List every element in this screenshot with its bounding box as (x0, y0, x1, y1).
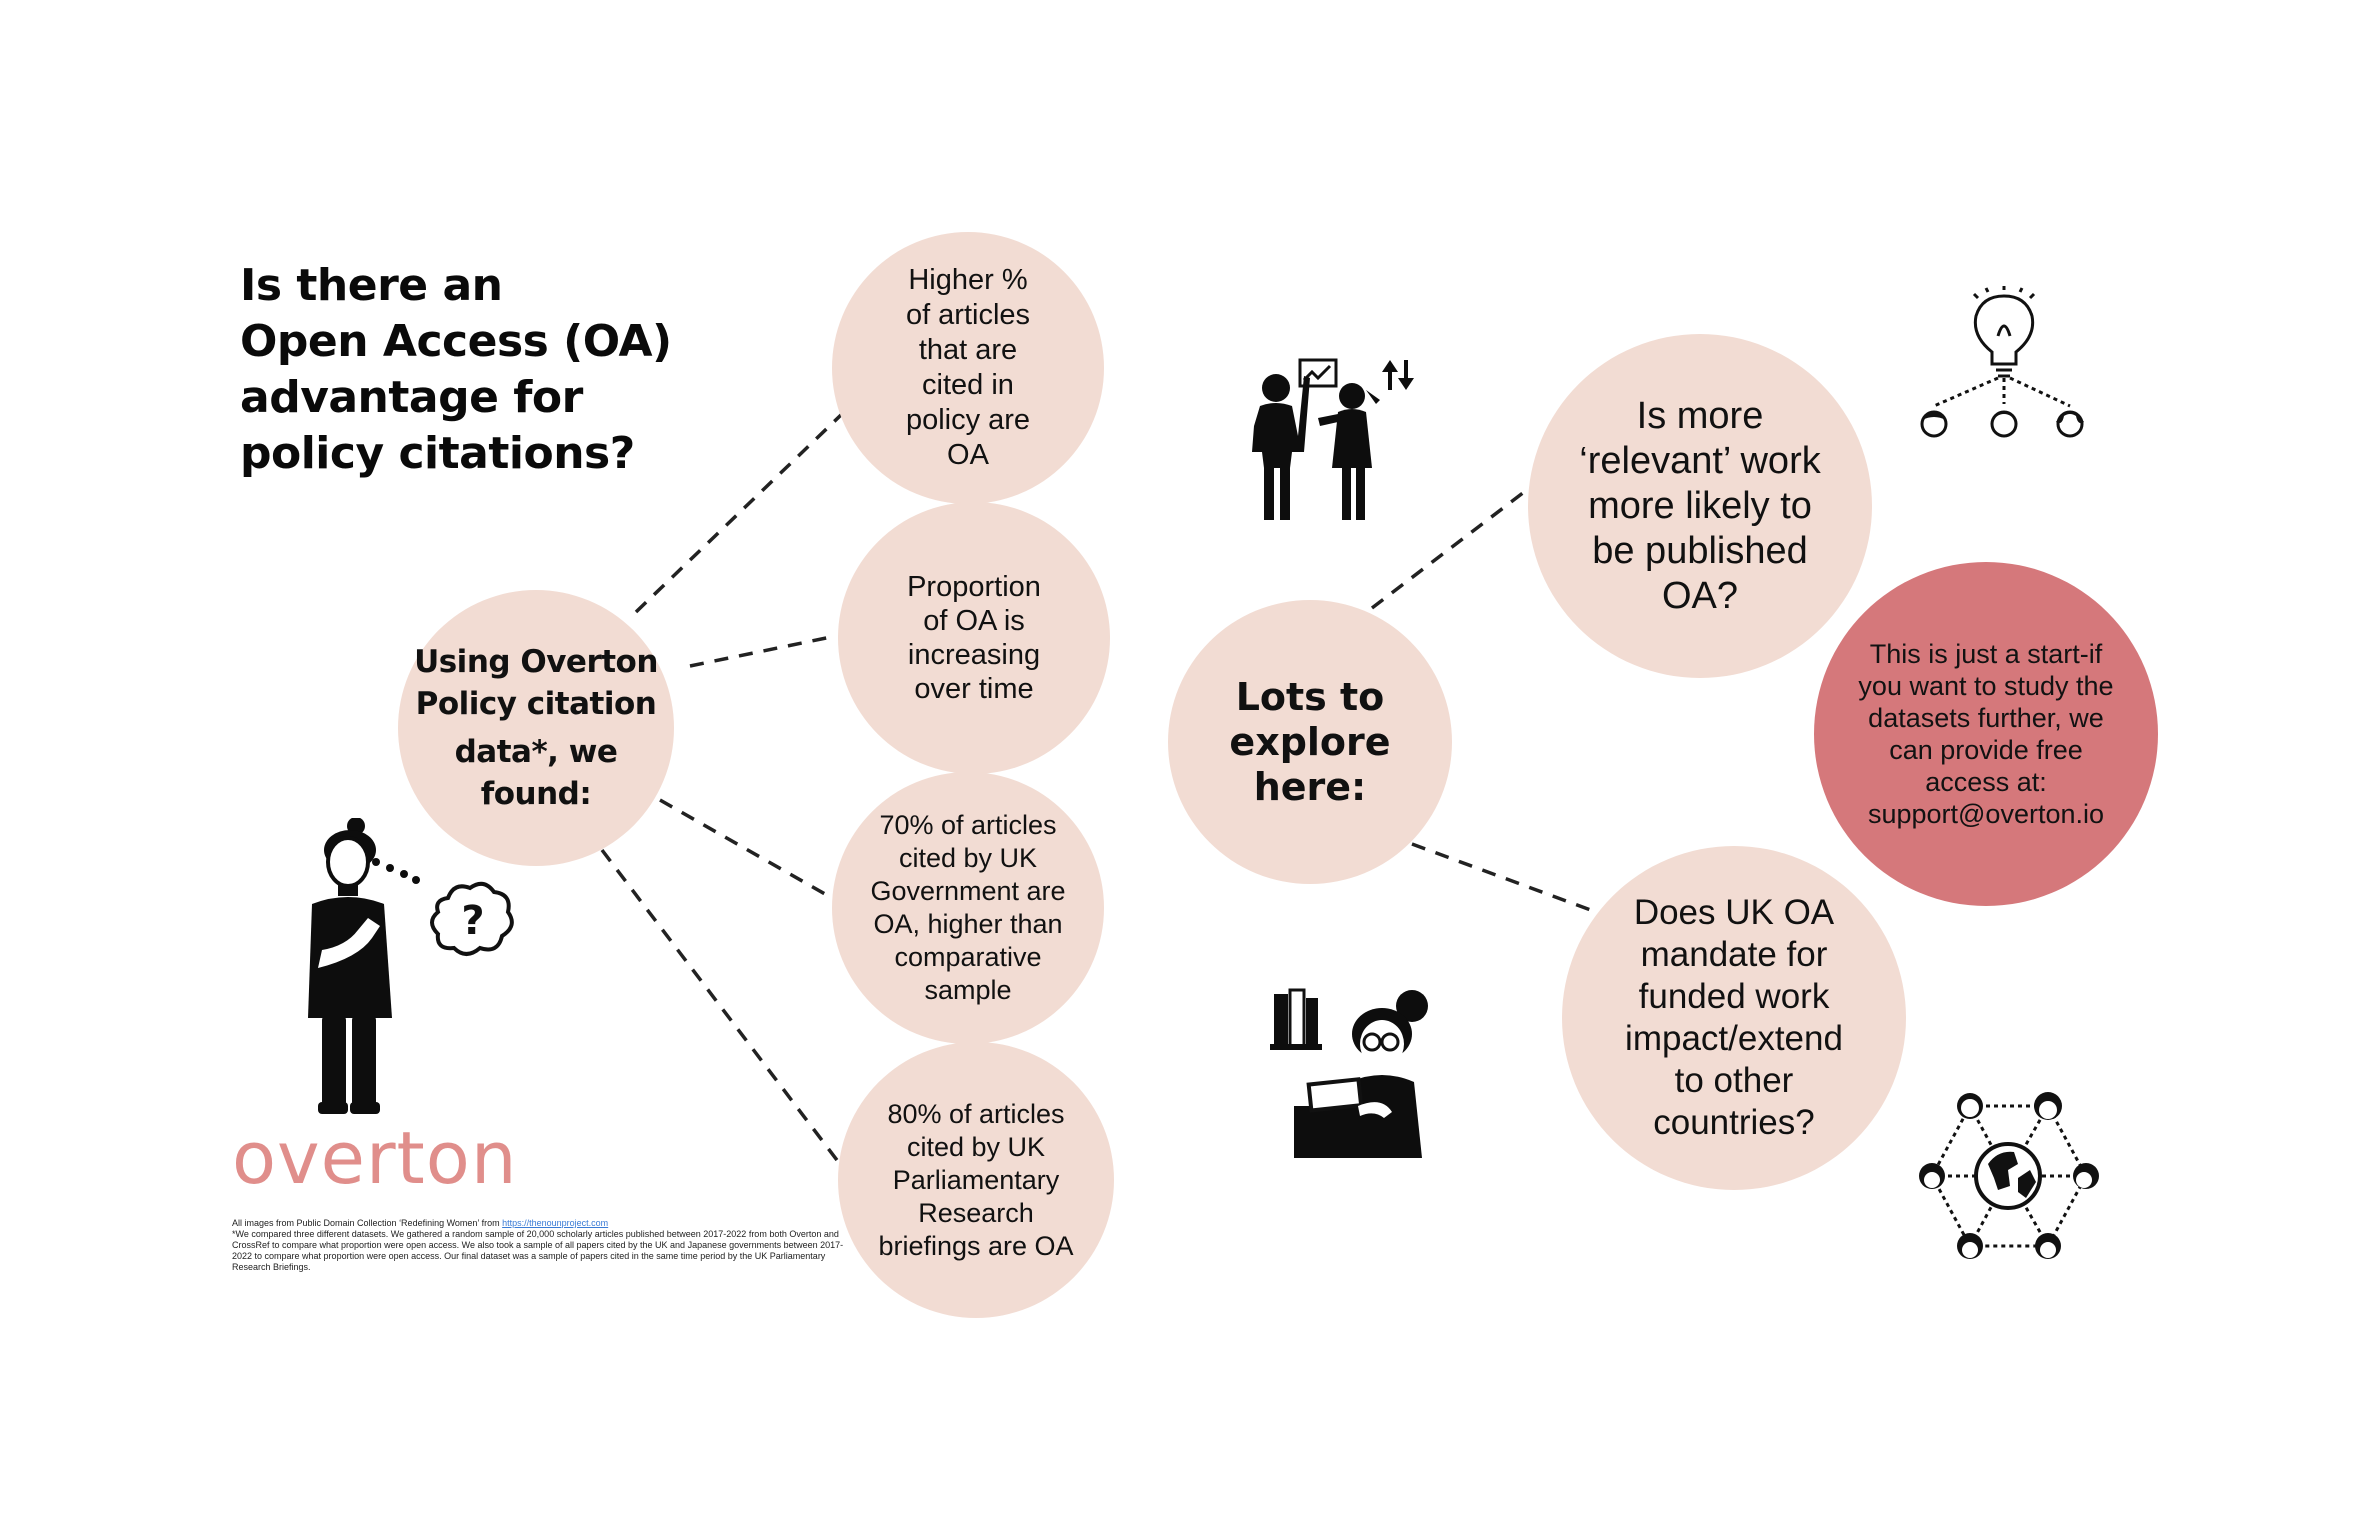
finding-2-line: increasing (907, 639, 1041, 671)
global-network-people-icon (1919, 1092, 2099, 1259)
explore-node: Lots to explore here: (1168, 600, 1452, 884)
cta-line: This is just a start-if (1869, 639, 2103, 669)
page-title: Is there an Open Access (OA) advantage f… (240, 258, 760, 482)
found-line-3: data*, we found: (454, 734, 618, 812)
lightbulb-people-icon (1920, 286, 2084, 438)
finding-1-line: policy are (905, 404, 1031, 436)
methodology-note: *We compared three different datasets. W… (232, 1229, 844, 1272)
finding-4-line: 80% of articles (887, 1098, 1065, 1129)
connector-to-finding-3 (659, 798, 833, 900)
connector-to-question-2 (1411, 842, 1597, 914)
finding-1-line: that are (918, 334, 1018, 366)
finding-2-line: of OA is (923, 605, 1025, 637)
connector-to-finding-1 (634, 412, 844, 614)
question-thought-bubble-icon: ? (430, 881, 514, 956)
question-1-line: be published (1592, 529, 1808, 572)
cta-line: access at: (1925, 767, 2047, 797)
connector-to-finding-2 (689, 634, 837, 668)
finding-1-line: cited in (922, 369, 1014, 401)
finding-3-line: Government are (870, 876, 1066, 906)
cta-line: datasets further, we (1868, 703, 2104, 733)
question-2-line: countries? (1653, 1103, 1815, 1142)
finding-2-line: over time (914, 673, 1034, 705)
finding-circle-3: 70% of articles cited by UK Government a… (832, 772, 1104, 1044)
footnote: All images from Public Domain Collection… (232, 1218, 852, 1273)
finding-3-line: sample (924, 975, 1012, 1005)
finding-circle-4: 80% of articles cited by UK Parliamentar… (838, 1042, 1114, 1318)
explore-line-2: explore (1229, 719, 1391, 764)
finding-3-line: cited by UK (898, 843, 1038, 873)
thinking-woman-icon (308, 818, 420, 1114)
finding-4-line: briefings are OA (878, 1230, 1074, 1261)
connector-to-finding-4 (600, 848, 848, 1174)
finding-4-line: cited by UK (906, 1131, 1046, 1162)
finding-3-line: 70% of articles (879, 810, 1057, 840)
explore-line-1: Lots to (1235, 674, 1385, 719)
finding-3-line: OA, higher than (873, 909, 1063, 939)
image-credit: All images from Public Domain Collection… (232, 1218, 852, 1229)
svg-text:?: ? (461, 898, 484, 944)
found-line-1: Using Overton (414, 644, 658, 680)
question-1-line: ‘relevant’ work (1579, 439, 1821, 482)
connector-to-question-1 (1370, 484, 1534, 610)
question-1-line: Is more (1636, 394, 1764, 437)
finding-1-line: Higher % (908, 264, 1028, 296)
finding-circle-2: Proportion of OA is increasing over time (838, 502, 1110, 774)
title-line-2: Open Access (OA) (240, 316, 672, 367)
cta-line: can provide free (1889, 735, 2083, 765)
title-line-3: advantage for (240, 372, 583, 423)
title-line-1: Is there an (240, 260, 503, 311)
question-2-line: to other (1674, 1061, 1794, 1100)
found-line-2: Policy citation (415, 686, 657, 722)
overton-logo[interactable]: overton (232, 1116, 518, 1200)
question-circle-1: Is more ‘relevant’ work more likely to b… (1528, 334, 1872, 678)
woman-reading-books-icon (1270, 988, 1428, 1158)
finding-1-line: OA (947, 439, 989, 471)
question-circle-2: Does UK OA mandate for funded work impac… (1562, 846, 1906, 1190)
finding-3-line: comparative (894, 942, 1042, 972)
question-2-line: funded work (1638, 977, 1830, 1016)
finding-circle-1: Higher % of articles that are cited in p… (832, 232, 1104, 504)
cta-email[interactable]: support@overton.io (1867, 799, 2105, 829)
question-2-line: Does UK OA (1633, 893, 1835, 932)
found-node: Using Overton Policy citation data*, we … (398, 590, 674, 866)
image-credit-text: All images from Public Domain Collection… (232, 1218, 503, 1228)
women-presenting-chart-icon (1252, 358, 1414, 520)
question-2-line: impact/extend (1625, 1019, 1843, 1058)
question-1-line: OA? (1661, 574, 1739, 617)
question-2-line: mandate for (1640, 935, 1828, 974)
finding-4-line: Research (918, 1197, 1034, 1228)
finding-4-line: Parliamentary (892, 1164, 1060, 1195)
finding-1-line: of articles (905, 299, 1031, 331)
question-1-line: more likely to (1588, 484, 1812, 527)
finding-2-line: Proportion (907, 571, 1041, 603)
title-line-4: policy citations? (240, 428, 635, 479)
image-credit-link[interactable]: https://thenounproject.com (502, 1218, 609, 1228)
explore-line-3: here: (1253, 764, 1367, 809)
cta-circle: This is just a start-if you want to stud… (1814, 562, 2158, 906)
cta-line: you want to study the (1858, 671, 2114, 701)
